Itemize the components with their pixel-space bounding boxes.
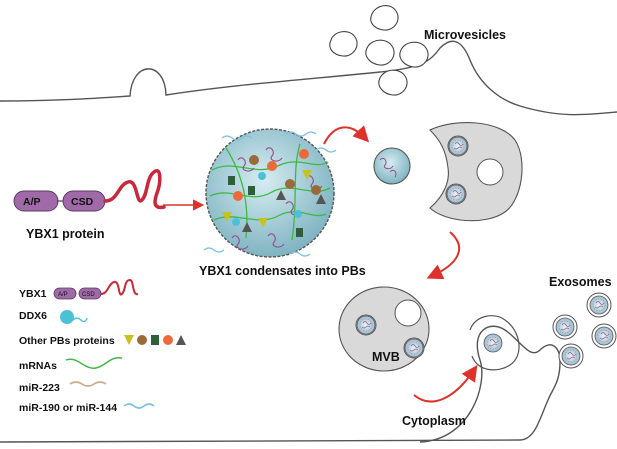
microvesicle xyxy=(329,31,358,57)
pb-mir190 xyxy=(203,131,337,257)
pb-other-proteins xyxy=(222,149,326,237)
legend: YBX1 A/P CSD DDX6 Other PBs proteins mRN… xyxy=(19,278,186,414)
legend-mir223-label: miR-223 xyxy=(19,382,60,394)
microvesicle xyxy=(365,39,395,66)
legend-ddx6-label: DDX6 xyxy=(19,310,47,322)
legend-ddx6-icon xyxy=(60,310,74,324)
arrow-pb-to-vesicle xyxy=(323,125,370,145)
legend-ybx1-tail xyxy=(100,278,139,296)
legend-ybx1-ap: A/P xyxy=(58,292,68,298)
legend-other-pbs-triangle-icon xyxy=(124,335,134,345)
exosomes-label: Exosomes xyxy=(549,275,612,289)
microvesicles-label: Microvesicles xyxy=(424,28,506,42)
legend-other-pbs-square-icon xyxy=(151,335,159,345)
microvesicle xyxy=(370,5,399,31)
pb-condensate xyxy=(203,128,337,258)
legend-mir190-label: miR-190 or miR-144 xyxy=(19,402,117,414)
ybx1-protein: A/P CSD xyxy=(13,169,166,212)
cytoplasm-label: Cytoplasm xyxy=(402,414,466,428)
legend-mrnas-label: mRNAs xyxy=(19,360,57,372)
legend-other-pbs-dot-icon xyxy=(163,335,173,345)
cell-membrane xyxy=(0,40,617,443)
exosomes xyxy=(552,292,617,369)
legend-ybx1-csd: CSD xyxy=(82,292,95,298)
pb-small-vesicle xyxy=(373,147,411,185)
arrow-to-mvb xyxy=(426,231,461,280)
microvesicle xyxy=(378,69,408,96)
legend-mrna-line xyxy=(65,357,123,369)
legend-other-pbs-label: Other PBs proteins xyxy=(19,335,115,347)
mvb-label: MVB xyxy=(372,350,400,364)
ybx1-protein-label: YBX1 protein xyxy=(26,227,105,241)
ybx1-tail xyxy=(103,169,166,210)
arrow-to-exosome-release xyxy=(413,365,478,403)
legend-mir223-line xyxy=(69,381,107,387)
condensates-label: YBX1 condensates into PBs xyxy=(199,264,366,278)
csd-domain-label: CSD xyxy=(71,196,94,208)
legend-other-pbs-circle-icon xyxy=(137,335,147,345)
engulfing-compartment xyxy=(429,122,523,222)
legend-ybx1-label: YBX1 xyxy=(19,288,47,300)
legend-other-pbs-up-triangle-icon xyxy=(176,335,186,345)
pb-ddx6 xyxy=(232,172,302,226)
microvesicles xyxy=(329,5,429,96)
mvb xyxy=(338,286,430,372)
ap-domain-label: A/P xyxy=(23,196,41,208)
legend-mir190-line xyxy=(123,403,155,409)
exosome-release-bud xyxy=(469,315,520,371)
microvesicle xyxy=(399,41,429,68)
